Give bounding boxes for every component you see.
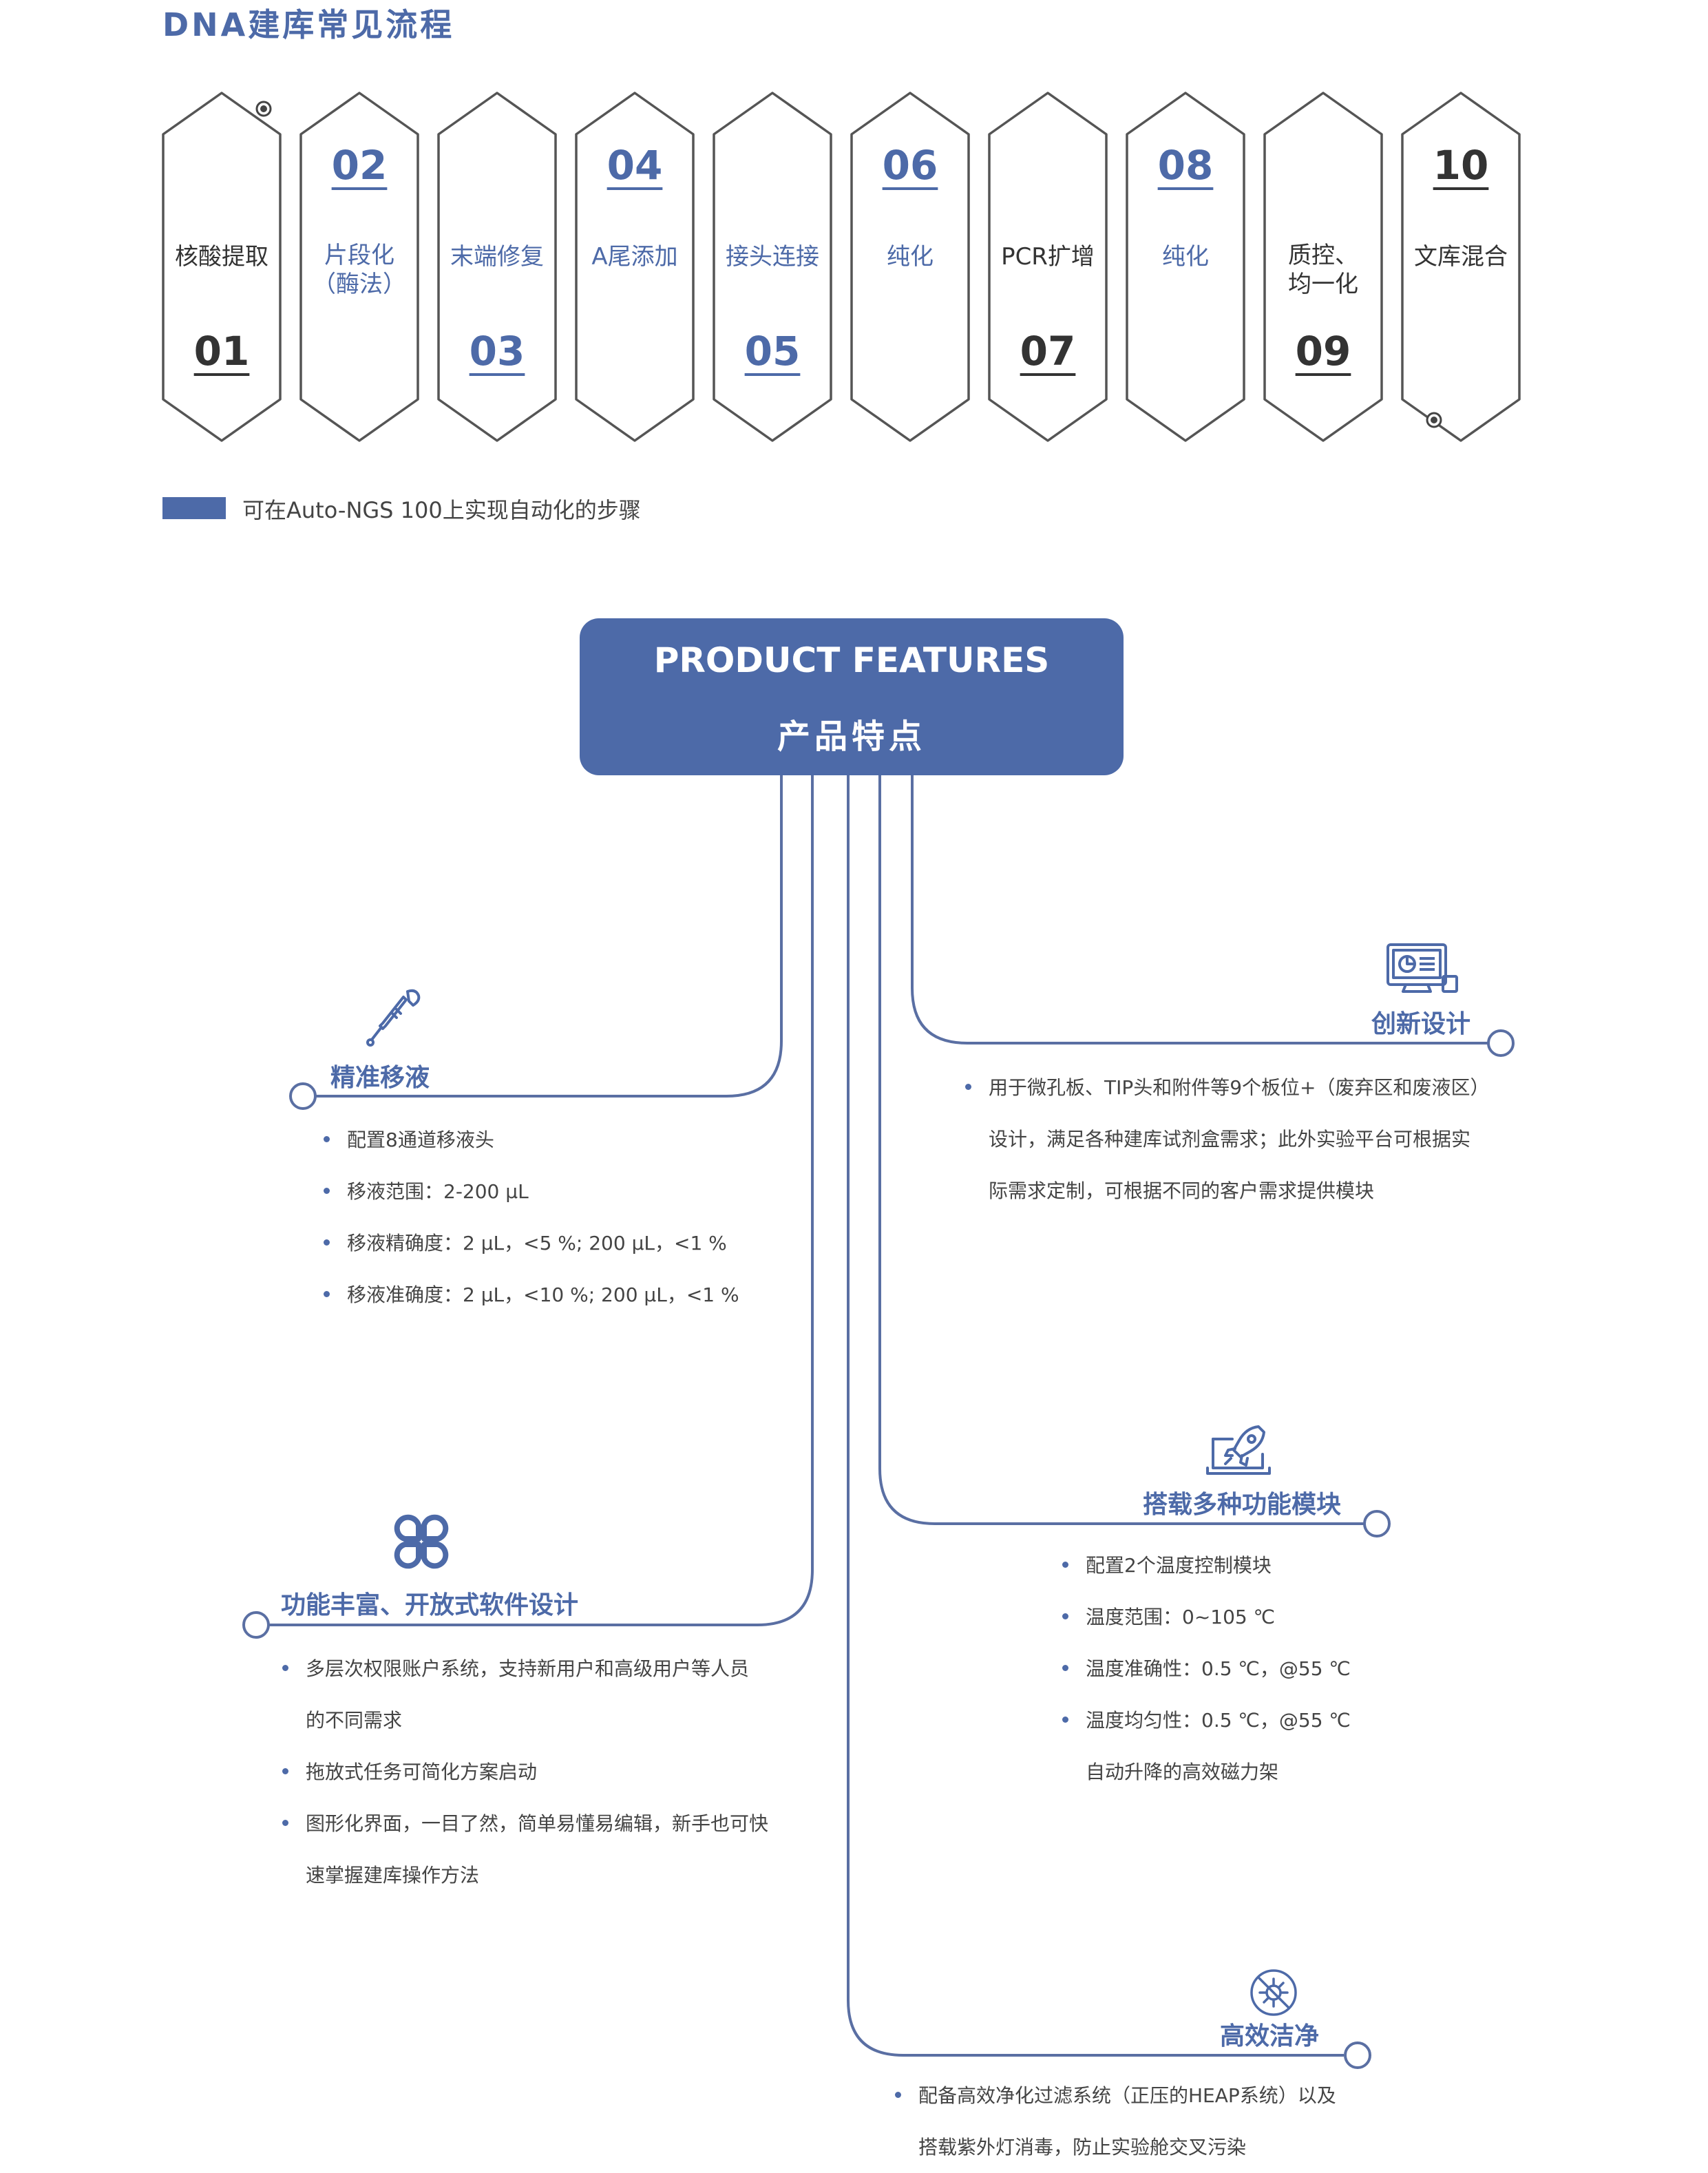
list-item: 自动升降的高效磁力架 (1086, 1761, 1279, 1783)
list-item: 配备高效净化过滤系统（正压的HEAP系统）以及 (895, 2070, 1446, 2121)
step-label: 末端修复 (450, 243, 544, 271)
pipetting-list: 配置8通道移液头 移液范围：2-200 µL 移液精确度：2 µL，<5 %; … (324, 1114, 805, 1321)
list-item: 拖放式任务可简化方案启动 (282, 1746, 805, 1798)
pipette-icon (366, 989, 421, 1047)
design-list: 用于微孔板、TIP头和附件等9个板位+（废弃区和废液区） 设计，满足各种建库试剂… (965, 1062, 1516, 1217)
list-item: 移液准确度：2 µL，<10 %; 200 µL，<1 % (324, 1269, 805, 1321)
step-label: A尾添加 (591, 243, 678, 271)
step-number: 05 (744, 328, 801, 375)
legend-text: 可在Auto-NGS 100上实现自动化的步骤 (242, 497, 641, 523)
node-clean (1344, 2041, 1371, 2069)
hex-step-01 (162, 92, 282, 442)
hex-step-06 (850, 92, 970, 442)
list-item: 际需求定制，可根据不同的客户需求提供模块 (989, 1179, 1375, 1202)
list-item: 配置8通道移液头 (324, 1114, 805, 1166)
rocket-laptop-icon (1206, 1425, 1271, 1475)
step-label: 质控、 均一化 (1288, 242, 1358, 298)
hex-step-05 (713, 92, 832, 442)
step-number: 04 (607, 142, 663, 189)
clean-title: 高效洁净 (1220, 2022, 1320, 2050)
step-label: 文库混合 (1414, 243, 1508, 271)
software-list: 多层次权限账户系统，支持新用户和高级用户等人员 的不同需求 拖放式任务可简化方案… (282, 1643, 805, 1901)
step-number: 10 (1433, 142, 1489, 189)
step-number: 06 (882, 142, 938, 189)
list-item: 温度准确性：0.5 ℃，@55 ℃ (1062, 1643, 1544, 1694)
step-label: 纯化 (1162, 243, 1209, 271)
software-title: 功能丰富、开放式软件设计 (281, 1591, 579, 1619)
hex-step-03 (437, 92, 557, 442)
design-title: 创新设计 (1371, 1010, 1471, 1038)
list-item: 多层次权限账户系统，支持新用户和高级用户等人员 (282, 1643, 805, 1694)
hex-step-04 (575, 92, 695, 442)
list-item: 配置2个温度控制模块 (1062, 1540, 1544, 1591)
legend-swatch (162, 497, 226, 519)
list-item: 温度均匀性：0.5 ℃，@55 ℃ (1062, 1694, 1544, 1746)
node-software (242, 1611, 270, 1639)
step-number: 03 (469, 328, 525, 375)
app-grid-icon (394, 1514, 449, 1569)
workflow-hexagons (162, 92, 1521, 442)
node-design (1487, 1029, 1515, 1057)
monitor-chart-icon (1387, 943, 1458, 993)
list-item: 用于微孔板、TIP头和附件等9个板位+（废弃区和废液区） (965, 1062, 1516, 1113)
list-item: 移液精确度：2 µL，<5 %; 200 µL，<1 % (324, 1217, 805, 1269)
features-title-cn: 产品特点 (777, 717, 926, 756)
list-item: 速掌握建库操作方法 (306, 1864, 480, 1887)
hex-step-02 (299, 92, 419, 442)
step-number: 01 (193, 328, 250, 375)
list-item: 温度范围：0~105 ℃ (1062, 1591, 1544, 1643)
list-item: 搭载紫外灯消毒，防止实验舱交叉污染 (918, 2136, 1247, 2159)
step-label: 片段化 （酶法） (313, 242, 406, 298)
list-item: 的不同需求 (306, 1709, 403, 1732)
hex-step-10 (1401, 92, 1521, 442)
clean-list: 配备高效净化过滤系统（正压的HEAP系统）以及 搭载紫外灯消毒，防止实验舱交叉污… (895, 2070, 1446, 2173)
node-pipetting (289, 1082, 317, 1110)
list-item: 移液范围：2-200 µL (324, 1166, 805, 1217)
hex-step-07 (988, 92, 1108, 442)
modules-list: 配置2个温度控制模块 温度范围：0~105 ℃ 温度准确性：0.5 ℃，@55 … (1062, 1540, 1544, 1798)
no-germ-icon (1250, 1969, 1297, 2016)
list-item: 图形化界面，一目了然，简单易懂易编辑，新手也可快 (282, 1798, 805, 1849)
node-modules (1363, 1510, 1391, 1537)
hex-step-08 (1126, 92, 1245, 442)
list-item: 设计，满足各种建库试剂盒需求；此外实验平台可根据实 (989, 1128, 1471, 1151)
step-number: 08 (1157, 142, 1214, 189)
page-title: DNA建库常见流程 (162, 6, 455, 43)
step-number: 07 (1020, 328, 1076, 375)
step-number: 09 (1295, 328, 1351, 375)
step-label: 纯化 (887, 243, 934, 271)
step-label: PCR扩增 (1001, 243, 1095, 271)
hex-step-09 (1263, 92, 1383, 442)
step-label: 核酸提取 (175, 243, 268, 271)
modules-title: 搭载多种功能模块 (1143, 1491, 1342, 1519)
step-number: 02 (331, 142, 388, 189)
pipetting-title: 精准移液 (330, 1064, 430, 1092)
step-label: 接头连接 (726, 243, 819, 271)
features-title-en: PRODUCT FEATURES (653, 640, 1050, 680)
product-features-box: PRODUCT FEATURES 产品特点 (580, 618, 1124, 775)
